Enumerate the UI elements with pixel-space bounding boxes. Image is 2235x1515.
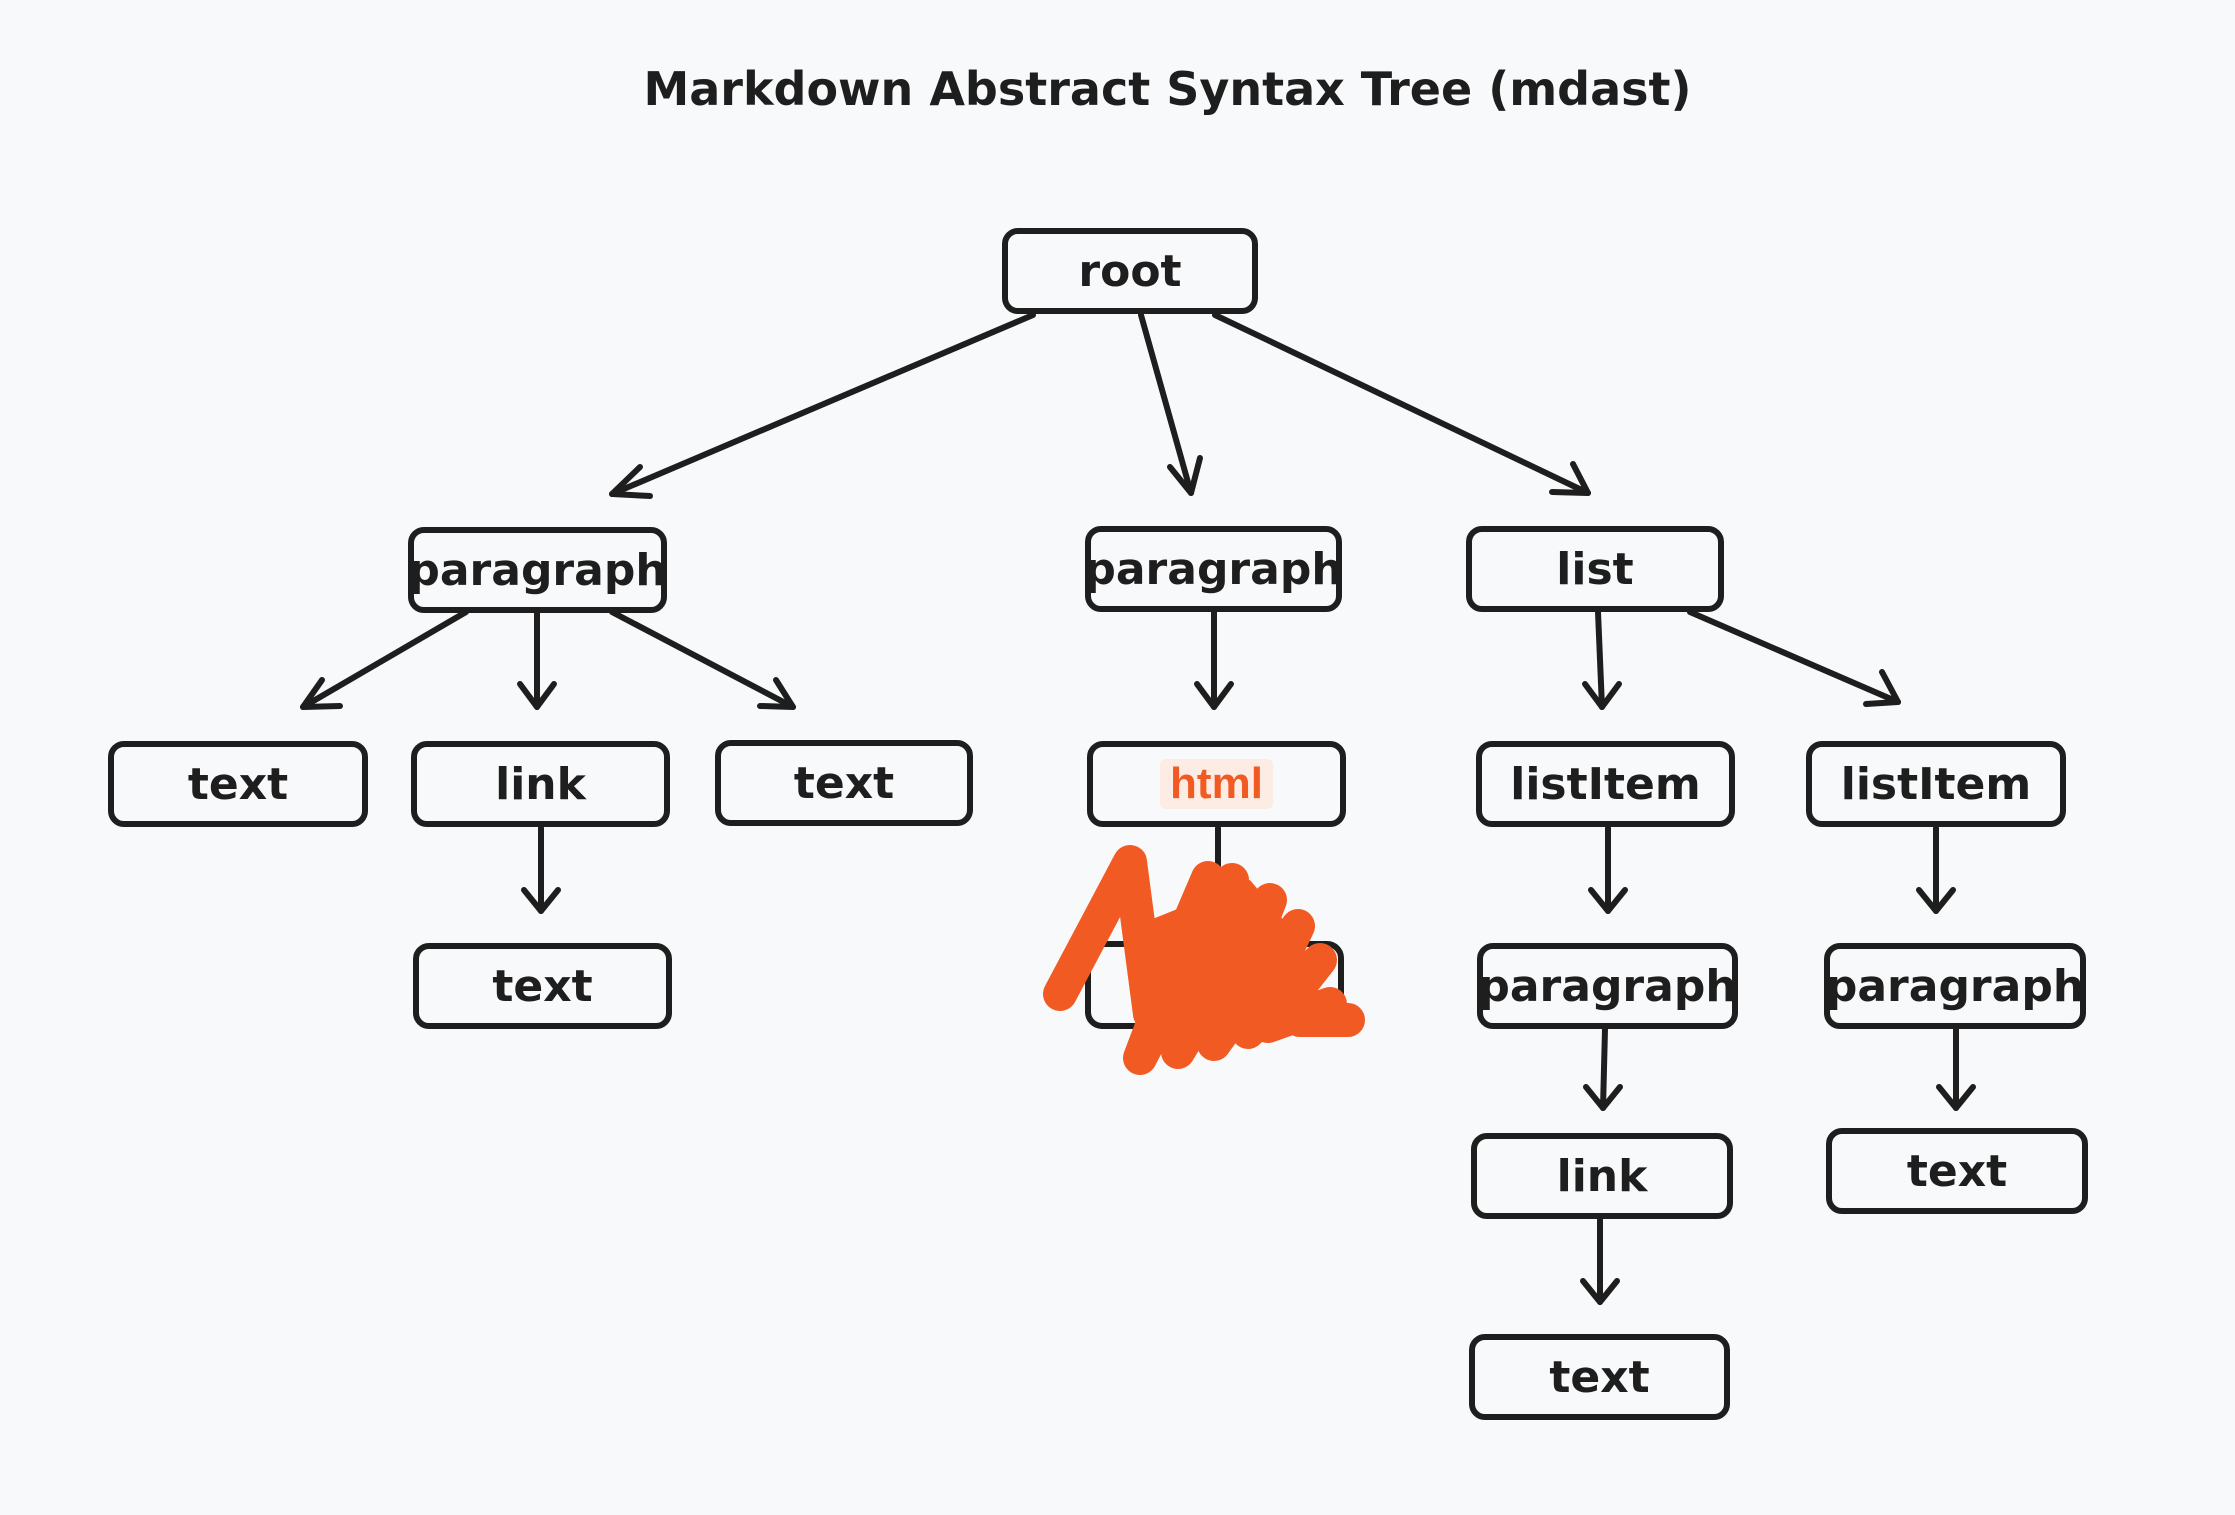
node-paragraph-4: paragraph bbox=[1824, 943, 2086, 1029]
edge-list-list-item-2 bbox=[1687, 609, 1901, 707]
edge-paragraph-1-text-2 bbox=[609, 609, 796, 710]
node-paragraph-1: paragraph bbox=[408, 527, 667, 613]
node-label: listItem bbox=[1840, 758, 2032, 810]
node-label: list bbox=[1556, 543, 1634, 595]
edge-root-list bbox=[1212, 312, 1591, 496]
node-link-1: link bbox=[411, 741, 670, 827]
node-label: text bbox=[1906, 1145, 2008, 1197]
node-text-2: text bbox=[715, 740, 973, 826]
node-link-2: link bbox=[1471, 1133, 1733, 1219]
node-label: text bbox=[492, 960, 593, 1012]
node-label: paragraph bbox=[408, 544, 667, 596]
node-label: text bbox=[793, 757, 895, 809]
edge-list-list-item-1 bbox=[1582, 609, 1622, 710]
node-text-5: text bbox=[1826, 1128, 2088, 1214]
node-list: list bbox=[1466, 526, 1724, 612]
node-paragraph-3: paragraph bbox=[1477, 943, 1738, 1029]
node-label: link bbox=[1556, 1150, 1648, 1202]
node-list-item-2: listItem bbox=[1806, 741, 2066, 827]
node-label-html: html bbox=[1160, 759, 1273, 809]
edge-paragraph-3-link-2 bbox=[1583, 1026, 1623, 1111]
diagram-title: Markdown Abstract Syntax Tree (mdast) bbox=[643, 62, 1692, 116]
edge-paragraph-1-link-1 bbox=[517, 609, 557, 710]
node-label: link bbox=[495, 758, 586, 810]
edge-link-2-text-4 bbox=[1580, 1215, 1620, 1305]
node-text-3: text bbox=[413, 943, 672, 1029]
edge-list-item-2-paragraph-4 bbox=[1916, 825, 1956, 914]
edge-root-paragraph-1 bbox=[609, 312, 1036, 499]
node-text-4: text bbox=[1469, 1334, 1730, 1420]
orange-scribble-fill bbox=[1150, 880, 1300, 1030]
node-label: text bbox=[1549, 1351, 1650, 1403]
edge-link-1-text-3 bbox=[521, 825, 561, 914]
edge-paragraph-4-text-5 bbox=[1936, 1026, 1976, 1111]
node-label: text bbox=[187, 758, 289, 810]
edge-paragraph-2-html bbox=[1194, 609, 1234, 710]
node-html: html bbox=[1087, 741, 1346, 827]
node-list-item-1: listItem bbox=[1476, 741, 1735, 827]
node-label: root bbox=[1078, 245, 1182, 297]
edge-paragraph-1-text-1 bbox=[300, 609, 469, 710]
node-label: paragraph bbox=[1825, 960, 2085, 1012]
node-paragraph-2: paragraph bbox=[1084, 526, 1343, 612]
node-label: listItem bbox=[1510, 758, 1701, 810]
node-label: paragraph bbox=[1478, 960, 1737, 1012]
node-text-1: text bbox=[108, 741, 368, 827]
edge-root-paragraph-2 bbox=[1138, 312, 1203, 496]
node-label: paragraph bbox=[1084, 543, 1343, 595]
node-root: root bbox=[1002, 228, 1258, 314]
edge-list-item-1-paragraph-3 bbox=[1588, 825, 1628, 914]
